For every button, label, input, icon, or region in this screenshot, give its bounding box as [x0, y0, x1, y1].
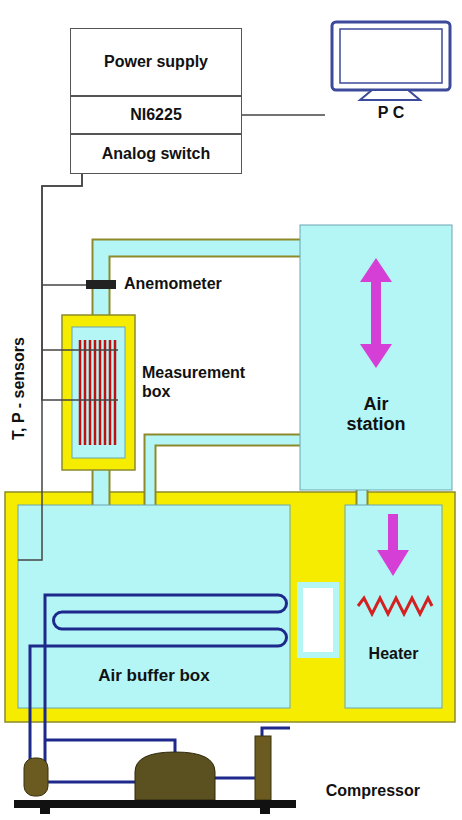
signal-wire: [18, 174, 82, 560]
measurement-chamber: [72, 327, 125, 458]
arrow-shaft: [388, 514, 398, 552]
arrow-head: [377, 550, 409, 576]
instrument-box: Analog switch: [70, 134, 242, 174]
air-buffer-box: Air buffer box: [18, 505, 290, 708]
monitor-frame: [332, 22, 450, 90]
measurement-box: Measurement box: [62, 315, 254, 470]
evaporator-coil: [30, 595, 287, 768]
measurement-housing: [62, 315, 135, 470]
anemometer-probe: [86, 280, 116, 289]
wire: [62, 399, 118, 401]
signal-wire: [42, 174, 82, 400]
computer: P C: [325, 18, 457, 124]
node-label: Air station: [336, 394, 416, 435]
sensor-fin: [79, 340, 82, 445]
heater-compartment: [345, 505, 442, 708]
window: [300, 585, 336, 655]
duct: [150, 440, 304, 510]
sensor-label: Anemometer: [124, 275, 222, 293]
discharge-line: [215, 777, 255, 780]
compressor-unit: [14, 728, 296, 814]
buffer-interior: [18, 505, 290, 708]
wire: [42, 284, 86, 286]
node-label: Power supply: [104, 53, 208, 71]
heater-coil: [358, 598, 432, 614]
node-label: NI6225: [130, 106, 182, 124]
node-label: Air buffer box: [98, 666, 209, 686]
sensor-fins: [80, 340, 115, 445]
condenser: [255, 736, 271, 800]
monitor-stand: [360, 90, 420, 100]
air-station-body: [300, 225, 452, 490]
instrument-box: Power supply: [70, 28, 242, 96]
sensor-fin: [114, 340, 117, 445]
liquid-line: [262, 728, 290, 736]
duct-wall: [92, 466, 111, 510]
return-line: [48, 781, 135, 784]
sensor-fin: [94, 340, 97, 445]
sensor-fin: [109, 340, 112, 445]
duct-wall: [101, 248, 304, 320]
compressor: Compressor: [20, 728, 450, 814]
housing: [5, 492, 455, 722]
sensor-fin: [104, 340, 107, 445]
foot: [260, 808, 270, 814]
duct-wall: [150, 440, 304, 510]
arrow-shaft: [371, 278, 381, 348]
sensor-wires: [42, 285, 118, 400]
arrow-head: [360, 258, 392, 282]
accumulator: [24, 758, 48, 796]
node-label: Analog switch: [102, 145, 210, 163]
node-label: Measurement box: [142, 364, 254, 401]
wire: [42, 349, 118, 351]
air-station: Air station: [300, 225, 452, 490]
monitor-screen: [340, 29, 442, 83]
instrument-box: NI6225: [70, 96, 242, 134]
signal-wire: [242, 114, 325, 116]
coil-pipe: [30, 595, 287, 768]
foot: [40, 808, 50, 814]
sensor-fin: [84, 340, 87, 445]
duct: [94, 466, 109, 510]
compressor-body: [135, 752, 215, 800]
base-plate: [14, 800, 296, 808]
node-label: Compressor: [326, 782, 420, 800]
arrow-head: [360, 344, 392, 368]
sensor-fin: [89, 340, 92, 445]
node-label: Heater: [369, 645, 419, 663]
node-label: P C: [378, 104, 404, 122]
duct: [101, 248, 304, 320]
heater: Heater: [345, 505, 442, 708]
sensor-group-label: T, P - sensors: [10, 337, 28, 440]
sensor-fin: [99, 340, 102, 445]
